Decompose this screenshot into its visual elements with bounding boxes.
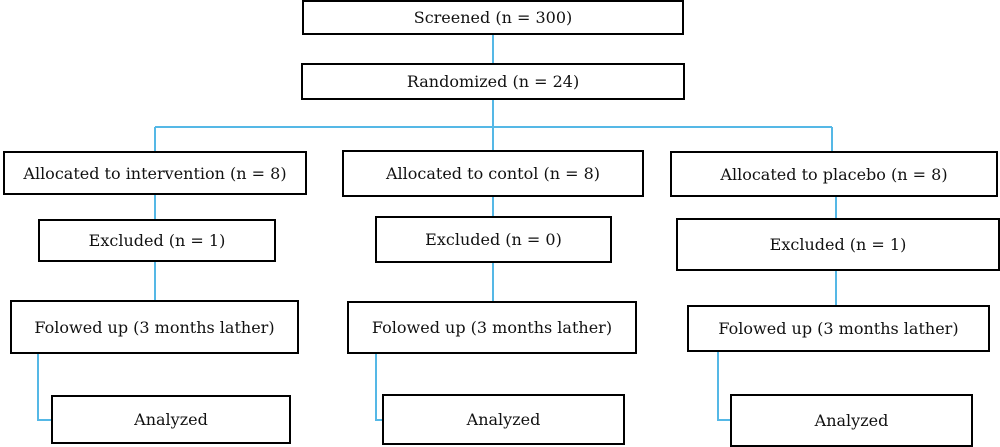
analyzed-placebo-box: Analyzed — [730, 394, 973, 447]
followed-up-intervention-label: Folowed up (3 months lather) — [34, 317, 275, 337]
allocated-placebo-box: Allocated to placebo (n = 8) — [670, 151, 998, 197]
analyzed-intervention-box: Analyzed — [51, 395, 291, 444]
allocated-control-label: Allocated to contol (n = 8) — [385, 164, 600, 183]
allocated-placebo-label: Allocated to placebo (n = 8) — [720, 164, 948, 184]
followed-up-control-box: Folowed up (3 months lather) — [347, 301, 637, 354]
connector-intervention-followed-analyzed — [37, 353, 52, 421]
excluded-control-label: Excluded (n = 0) — [425, 230, 562, 249]
allocated-control-box: Allocated to contol (n = 8) — [342, 150, 644, 197]
randomized-box: Randomized (n = 24) — [301, 63, 685, 100]
followed-up-placebo-box: Folowed up (3 months lather) — [687, 305, 990, 352]
excluded-control-box: Excluded (n = 0) — [375, 216, 612, 263]
allocated-intervention-label: Allocated to intervention (n = 8) — [23, 163, 287, 183]
followed-up-control-label: Folowed up (3 months lather) — [371, 318, 613, 337]
excluded-placebo-label: Excluded (n = 1) — [769, 235, 907, 254]
connector-placebo-followed-analyzed — [717, 351, 731, 421]
followed-up-placebo-label: Folowed up (3 months lather) — [718, 319, 959, 338]
analyzed-intervention-label: Analyzed — [134, 410, 208, 429]
screened-box: Screened (n = 300) — [302, 0, 684, 35]
analyzed-control-label: Analyzed — [466, 410, 541, 429]
excluded-placebo-box: Excluded (n = 1) — [676, 218, 1000, 271]
allocated-intervention-box: Allocated to intervention (n = 8) — [3, 151, 307, 195]
connector-control-followed-analyzed — [375, 353, 383, 421]
randomized-label: Randomized (n = 24) — [406, 72, 580, 91]
screened-label: Screened (n = 300) — [413, 8, 573, 27]
analyzed-placebo-label: Analyzed — [814, 411, 889, 430]
excluded-intervention-label: Excluded (n = 1) — [88, 231, 226, 250]
followed-up-intervention-box: Folowed up (3 months lather) — [10, 300, 299, 354]
analyzed-control-box: Analyzed — [382, 394, 625, 445]
excluded-intervention-box: Excluded (n = 1) — [38, 219, 276, 262]
